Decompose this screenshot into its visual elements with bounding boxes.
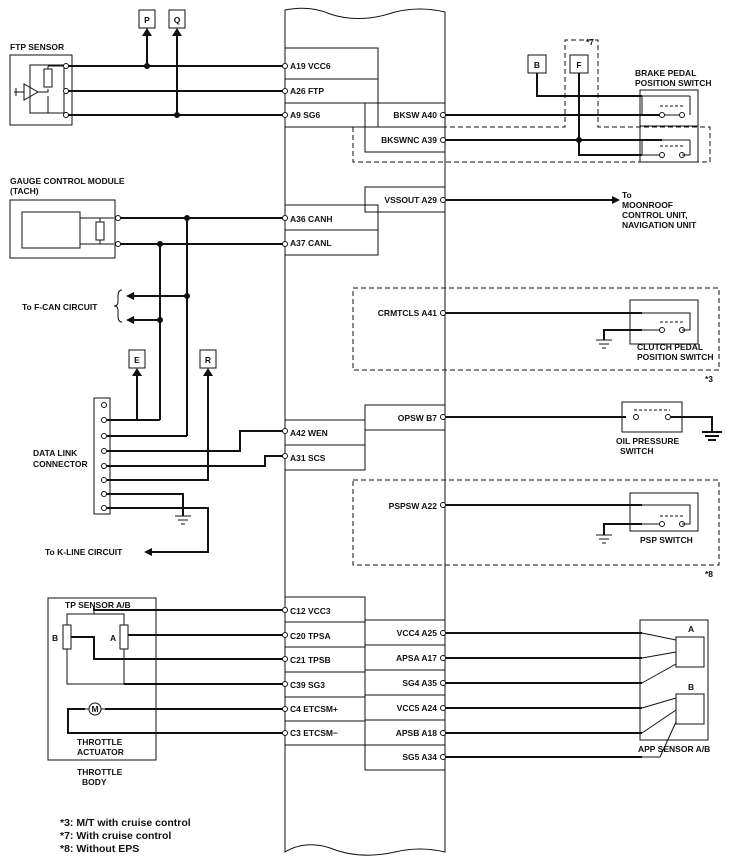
throttle-body-box <box>47 597 157 761</box>
clutch-switch-box <box>629 299 699 345</box>
app-sensor-a-element <box>675 636 705 668</box>
clutch-switch-label-1: CLUTCH PEDAL <box>637 342 703 352</box>
pin-a41-label: CRMTCLS A41 <box>378 308 437 318</box>
dlc-label-1: DATA LINK <box>33 448 78 458</box>
connector-p-label: P <box>144 15 150 25</box>
clutch-switch-label-2: POSITION SWITCH <box>637 352 714 362</box>
footnote-3: *3: M/T with cruise control <box>60 817 191 829</box>
pin-c12-label: C12 VCC3 <box>290 606 331 616</box>
pin-a35-label: SG4 A35 <box>402 678 437 688</box>
throttle-body-label-1: THROTTLE <box>77 767 123 777</box>
to-label-2: MOONROOF <box>622 200 673 210</box>
pin-a34-label: SG5 A34 <box>402 752 437 762</box>
throttle-actuator-label-1: THROTTLE <box>77 737 123 747</box>
pin-a25-label: VCC4 A25 <box>397 628 438 638</box>
app-sensor-b-label: B <box>688 682 694 692</box>
ecm-inner-block <box>285 47 379 128</box>
pin-b7-label: OPSW B7 <box>398 413 437 423</box>
pin-a18-label: APSB A18 <box>396 728 438 738</box>
connector-f-label: F <box>576 60 581 70</box>
app-sensor-a-label: A <box>688 624 694 634</box>
brake-switch-label-2: POSITION SWITCH <box>635 78 712 88</box>
dlc-label-2: CONNECTOR <box>33 459 88 469</box>
connector-e-label: E <box>134 355 140 365</box>
throttle-body-label-2: BODY <box>82 777 107 787</box>
tp-sensor-a-label: A <box>110 633 116 643</box>
connector-p-box <box>138 9 156 29</box>
pin-a17-label: APSA A17 <box>396 653 437 663</box>
oil-switch-label-1: OIL PRESSURE <box>616 436 679 446</box>
footnote-7: *7: With cruise control <box>60 830 171 842</box>
pin-a37-label: A37 CANL <box>290 238 332 248</box>
pin-a31-label: A31 SCS <box>290 453 326 463</box>
app-sensor-label: APP SENSOR A/B <box>638 744 710 754</box>
app-sensor-box <box>639 619 709 741</box>
connector-q-box <box>168 9 186 29</box>
oil-switch-label-2: SWITCH <box>620 446 654 456</box>
pin-c39-label: C39 SG3 <box>290 680 325 690</box>
connector-b-label: B <box>534 60 540 70</box>
footnote-3-marker: *3 <box>705 374 713 384</box>
pin-a39-label: BKSWNC A39 <box>381 135 437 145</box>
pin-a19-label: A19 VCC6 <box>290 61 331 71</box>
tp-sensor-label: TP SENSOR A/B <box>65 600 131 610</box>
pin-c21-label: C21 TPSB <box>290 655 331 665</box>
psp-switch-label: PSP SWITCH <box>640 535 693 545</box>
tp-sensor-b-label: B <box>52 633 58 643</box>
ecm-outline <box>284 7 446 856</box>
throttle-actuator-label-2: ACTUATOR <box>77 747 124 757</box>
amplifier-icon <box>23 83 40 101</box>
pin-a26-label: A26 FTP <box>290 86 324 96</box>
pin-a22-label: PSPSW A22 <box>389 501 438 511</box>
footnote-7-marker: *7 <box>586 37 594 47</box>
gauge-module-label-1: GAUGE CONTROL MODULE <box>10 176 125 186</box>
tp-sensor-a-element <box>119 624 129 650</box>
tp-sensor-b-element <box>62 624 72 650</box>
fcan-circuit-label: To F-CAN CIRCUIT <box>22 302 98 312</box>
terminating-resistor-icon <box>95 221 105 241</box>
resistor-icon <box>43 68 53 88</box>
pin-a24-label: VCC5 A24 <box>397 703 438 713</box>
kline-circuit-label: To K-LINE CIRCUIT <box>45 547 123 557</box>
pin-c4-label: C4 ETCSM+ <box>290 704 338 714</box>
to-label-4: NAVIGATION UNIT <box>622 220 697 230</box>
gauge-module-label-2: (TACH) <box>10 186 39 196</box>
pin-a36-label: A36 CANH <box>290 214 333 224</box>
pin-a9-label: A9 SG6 <box>290 110 321 120</box>
footnote-8: *8: Without EPS <box>60 843 139 855</box>
connector-q-label: Q <box>174 15 181 25</box>
pin-a29-label: VSSOUT A29 <box>384 195 437 205</box>
app-sensor-b-element <box>675 693 705 725</box>
pin-c3-label: C3 ETCSM− <box>290 728 338 738</box>
brake-switch-label-1: BRAKE PEDAL <box>635 68 696 78</box>
pin-c20-label: C20 TPSA <box>290 631 331 641</box>
dlc-box <box>93 397 111 515</box>
pin-a42-label: A42 WEN <box>290 428 328 438</box>
to-label-3: CONTROL UNIT, <box>622 210 687 220</box>
ftp-sensor-label: FTP SENSOR <box>10 42 64 52</box>
footnote-8-marker: *8 <box>705 569 713 579</box>
to-label-1: To <box>622 190 632 200</box>
connector-r-label: R <box>205 355 211 365</box>
gauge-module-box <box>9 199 116 259</box>
pin-a40-label: BKSW A40 <box>393 110 437 120</box>
motor-label: M <box>91 704 98 714</box>
psp-switch-box <box>629 492 699 532</box>
